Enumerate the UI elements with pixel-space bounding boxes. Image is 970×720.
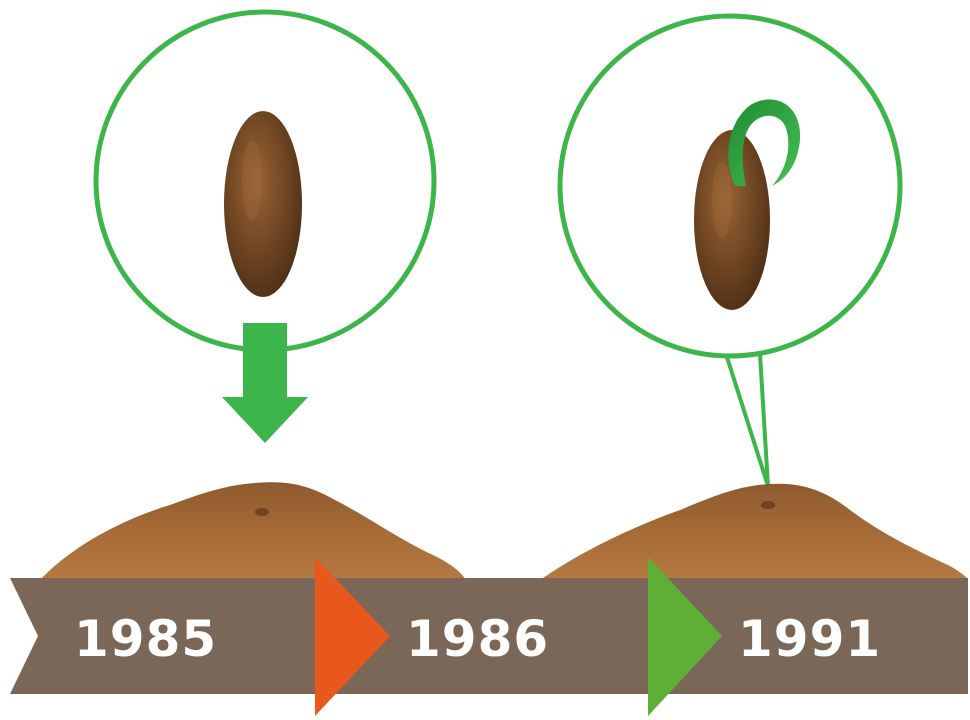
seed-left (224, 111, 302, 297)
seed-right-highlight (712, 162, 732, 238)
soil-mound-left (40, 482, 466, 580)
year-label-1986: 1986 (406, 604, 549, 674)
callout-pointer (726, 354, 768, 486)
seed-left-highlight (242, 140, 262, 220)
scene-seed-planted (96, 12, 434, 443)
scene-seed-sprouting (560, 16, 900, 486)
year-label-1991: 1991 (738, 604, 881, 674)
year-label-1985: 1985 (74, 604, 217, 674)
soil-mound-right (540, 484, 968, 580)
